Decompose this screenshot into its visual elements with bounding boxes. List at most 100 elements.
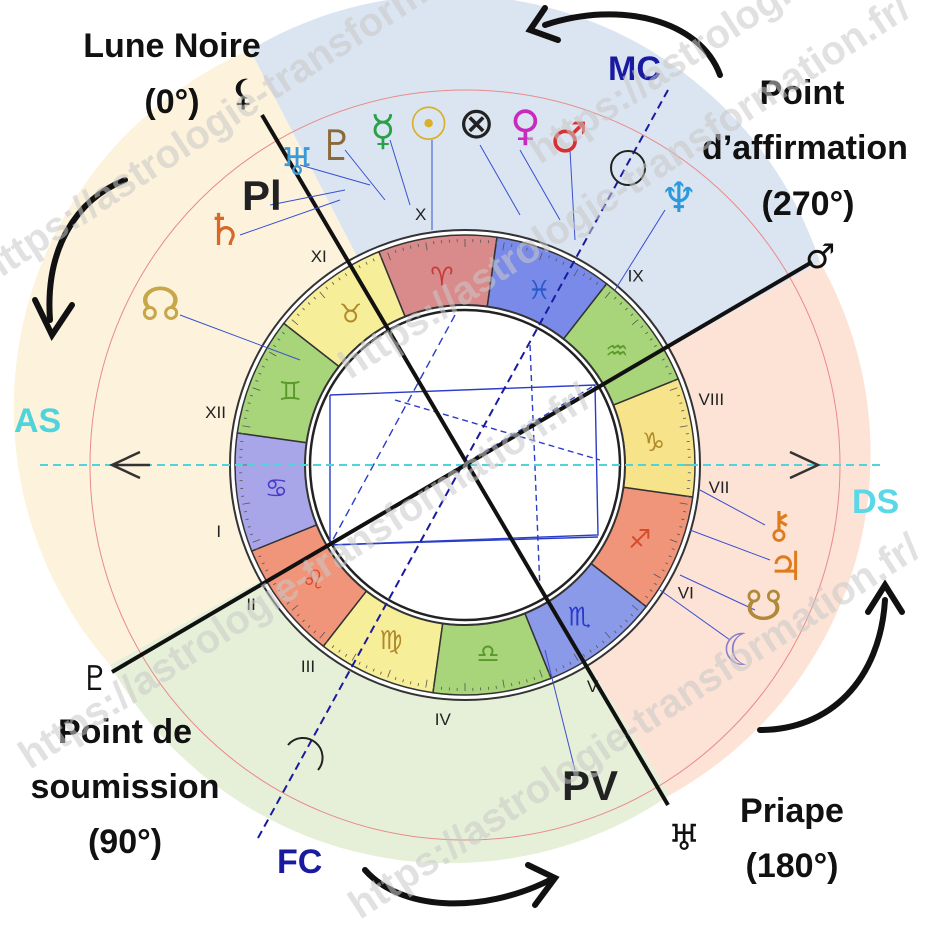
- house-number: VII: [709, 478, 730, 497]
- point-labels: Lune Noire (0°) Point d’affirmation (270…: [14, 27, 908, 885]
- arrow-head-icon: [32, 297, 75, 342]
- axis-end-glyphs: ⚸ ♂ ♇ ♅: [80, 73, 835, 859]
- degree-tick: [668, 555, 672, 558]
- as-arrow-icon: [109, 450, 150, 480]
- degree-tick: [582, 273, 586, 277]
- degree-tick: [417, 683, 420, 687]
- aquarius-icon: ♒: [605, 337, 628, 367]
- degree-tick: [247, 402, 251, 404]
- degree-tick: [653, 582, 657, 586]
- leo-icon: ♌: [302, 565, 325, 595]
- degree-tick: [548, 671, 551, 675]
- degree-tick: [613, 630, 617, 634]
- taurus-icon: ♉: [339, 299, 362, 329]
- degree-tick: [265, 358, 269, 361]
- degree-tick: [245, 518, 249, 521]
- degree-tick: [417, 243, 420, 247]
- aspect-line: [329, 536, 599, 546]
- mc-label: MC: [608, 50, 661, 88]
- mars-arrow-icon: ♂: [805, 237, 835, 277]
- sun-icon: ☉: [408, 97, 449, 151]
- degree-tick: [679, 402, 683, 404]
- chiron-icon: ⚷: [765, 503, 793, 547]
- affirmation-label-line2: d’affirmation: [702, 129, 908, 167]
- degree-tick: [589, 277, 592, 281]
- degree-tick: [669, 387, 678, 391]
- degree-tick: [681, 409, 685, 412]
- north-node-icon: ☊: [140, 277, 181, 331]
- degree-tick: [669, 539, 678, 543]
- priape-icon: ♅: [668, 818, 700, 859]
- degree-tick: [661, 358, 665, 361]
- affirmation-degree: (270°): [762, 185, 855, 223]
- degree-tick: [409, 681, 412, 685]
- degree-tick: [286, 601, 290, 605]
- degree-tick: [379, 255, 382, 259]
- degree-tick: [502, 242, 505, 251]
- venus-icon: ♀: [510, 101, 541, 150]
- house-number: VIII: [699, 390, 725, 409]
- degree-tick: [555, 668, 558, 672]
- degree-tick: [338, 277, 341, 281]
- uranus-icon: ♅: [280, 140, 314, 184]
- planet-connectors: [179, 139, 771, 771]
- degree-tick: [281, 331, 285, 335]
- degree-tick: [291, 319, 299, 326]
- degree-tick: [372, 258, 375, 262]
- degree-tick: [539, 252, 543, 261]
- degree-tick: [619, 625, 623, 628]
- soumission-affirmation-axis: [110, 260, 814, 674]
- degree-tick: [358, 265, 361, 269]
- degree-tick: [372, 668, 375, 672]
- priape-label: Priape: [740, 792, 844, 830]
- degree-tick: [569, 661, 572, 665]
- arrow-head-icon: [525, 5, 561, 43]
- degree-tick: [631, 319, 639, 326]
- mars-icon: ♂: [550, 113, 588, 162]
- pluto-icon: ♇: [318, 121, 356, 170]
- gemini-icon: ♊: [278, 377, 301, 407]
- lune-noire-priape-axis: [260, 113, 670, 807]
- degree-tick: [649, 338, 653, 341]
- degree-tick: [533, 249, 536, 254]
- degree-tick: [425, 242, 428, 251]
- degree-tick: [261, 365, 265, 368]
- degree-tick: [331, 281, 335, 285]
- degree-tick: [573, 653, 579, 661]
- degree-tick: [683, 510, 687, 513]
- degree-tick: [601, 286, 605, 290]
- degree-tick: [595, 281, 599, 285]
- degree-tick: [242, 502, 251, 505]
- degree-tick: [604, 291, 611, 299]
- degree-tick: [277, 338, 281, 341]
- degree-tick: [296, 613, 300, 617]
- degree-tick: [604, 631, 611, 639]
- degree-tick: [313, 630, 317, 634]
- degree-tick: [653, 573, 661, 579]
- degree-tick: [387, 252, 391, 261]
- house-number: XI: [311, 247, 327, 266]
- virgo-icon: ♍: [379, 626, 402, 656]
- degree-tick: [631, 604, 639, 611]
- degree-tick: [613, 296, 617, 300]
- curved-arrow-bottom: [362, 867, 553, 907]
- degree-tick: [668, 372, 672, 375]
- degree-tick: [645, 595, 649, 599]
- priape-degree: (180°): [746, 847, 839, 885]
- degree-tick: [242, 425, 251, 428]
- degree-tick: [258, 555, 262, 558]
- degree-tick: [510, 683, 513, 687]
- jupiter-icon: ♃: [768, 544, 804, 590]
- cancer-icon: ♋: [265, 474, 288, 504]
- degree-tick: [307, 302, 311, 305]
- aries-icon: ♈: [430, 262, 453, 292]
- degree-tick: [533, 676, 536, 681]
- house-number: X: [415, 205, 426, 224]
- degree-tick: [261, 562, 265, 565]
- planet-glyphs: ♄ ☊ ♅ ♇ ☿ ☉ ⊗ ♀ ♂ ♆ ⚷ ♃ ☋ ☾ Pl PV: [140, 97, 804, 809]
- zone-affirmation: [250, 0, 820, 465]
- degree-tick: [331, 645, 335, 649]
- soumission-label-line1: Point de: [58, 713, 192, 751]
- degree-tick: [645, 331, 649, 335]
